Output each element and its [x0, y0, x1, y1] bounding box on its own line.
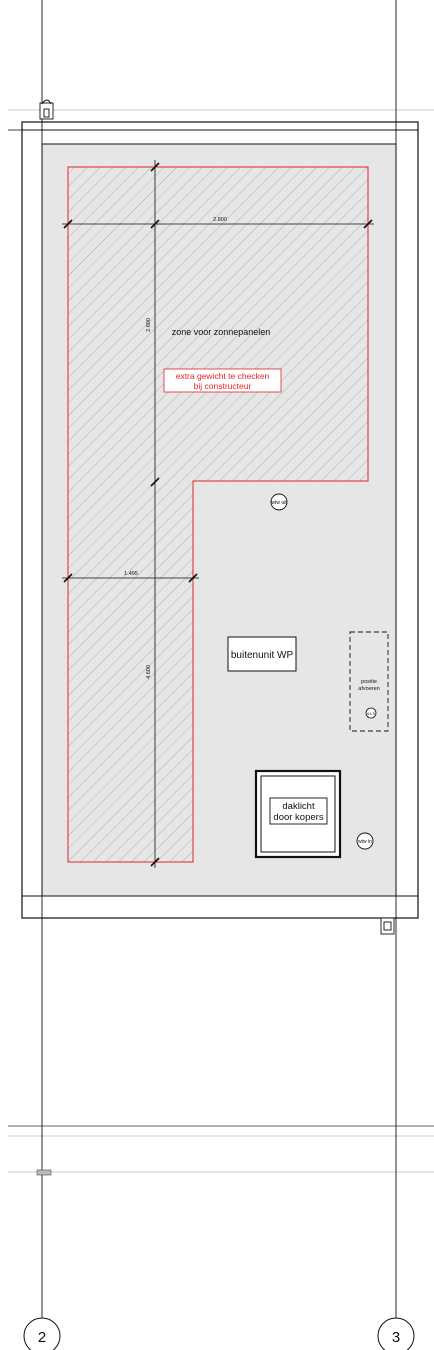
- drain-marker-label: 61.5: [367, 711, 376, 716]
- pipe-marker: [36, 1169, 52, 1176]
- skylight-line-2: door kopers: [273, 812, 323, 823]
- skylight-line-1: daklicht: [282, 801, 315, 812]
- grid-bubble-3: [377, 1317, 415, 1350]
- drain-marker-symbol: [365, 707, 377, 719]
- wtw-out-symbol: [270, 493, 288, 511]
- drain-position-line-1: positie: [361, 679, 377, 685]
- warning-box: [163, 368, 282, 393]
- wtw-in-symbol: [356, 832, 374, 850]
- warning-line-2: bij constructeur: [194, 381, 252, 391]
- solar-panel-zone: [67, 166, 369, 863]
- grid-bubble-2-label: 2: [38, 1329, 46, 1346]
- heat-pump-unit-label: buitenunit WP: [231, 650, 294, 661]
- dimension-lines: [62, 160, 374, 868]
- wtw-out-label: wtw uit: [271, 500, 287, 506]
- wtw-in-label: wtw in: [358, 839, 372, 845]
- dimension-lower-height: 4.600: [146, 665, 152, 679]
- downpipe-symbol-bottom: [380, 917, 395, 935]
- reference-lines: [8, 109, 434, 1173]
- building-outer-wall: [21, 121, 419, 919]
- downpipe-symbol-top: [39, 99, 54, 120]
- dimension-top-height: 2.800: [146, 318, 152, 332]
- drain-position-area: [349, 631, 389, 732]
- warning-line-1: extra gewicht te checken: [176, 371, 270, 381]
- grid-bubble-2: [23, 1317, 61, 1350]
- drain-position-line-2: afvoeren: [358, 686, 379, 692]
- heat-pump-unit-box: [227, 636, 297, 672]
- solar-zone-label: zone voor zonnepanelen: [172, 327, 271, 337]
- skylight-label-box: [269, 797, 328, 825]
- dimension-lower-width: 1.495: [124, 571, 138, 577]
- dimension-top-width: 2.800: [213, 217, 227, 223]
- grid-bubble-3-label: 3: [392, 1329, 400, 1346]
